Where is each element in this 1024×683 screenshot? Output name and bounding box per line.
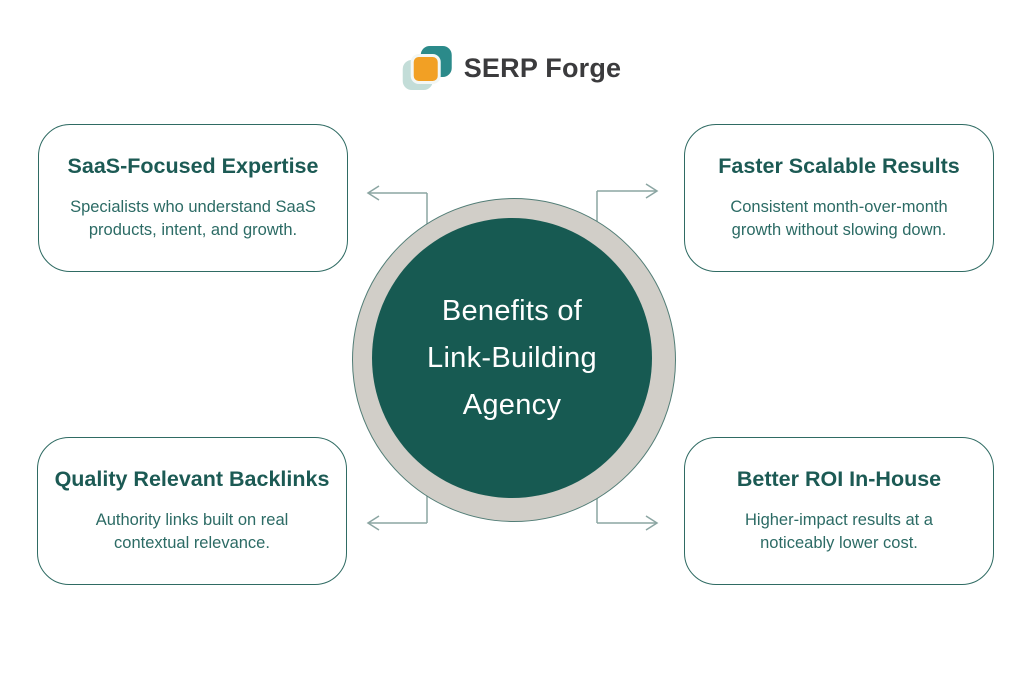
benefit-card-quality-relevant-backlinks: Quality Relevant Backlinks Authority lin… [37,437,347,585]
serpforge-logo-icon [402,46,453,91]
logo-orange-square [410,54,441,84]
card-title: Quality Relevant Backlinks [54,467,330,492]
benefit-card-saas-focused-expertise: SaaS-Focused Expertise Specialists who u… [38,124,348,272]
card-title: Faster Scalable Results [718,154,960,179]
brand-logo: SERP Forge [402,46,622,91]
arrow-left-icon [366,515,380,531]
card-body: Specialists who understand SaaS products… [70,196,316,242]
card-title: SaaS-Focused Expertise [67,154,319,179]
connector-top-left [366,185,427,201]
center-title-line: Benefits of [441,294,583,327]
brand-name: SERP Forge [463,53,622,83]
card-body: Consistent month-over-month growth witho… [730,196,947,242]
arrow-right-icon [645,515,659,531]
benefit-card-better-roi-in-house: Better ROI In-House Higher-impact result… [684,437,994,585]
connector-bottom-right [597,515,659,531]
card-title: Better ROI In-House [736,467,942,492]
card-body-line: growth without slowing down. [731,220,947,239]
card-body-line: Higher-impact results at a [745,510,933,529]
card-body-line: Specialists who understand SaaS [70,197,316,216]
arrow-right-icon [645,183,659,199]
arrow-left-icon [366,185,380,201]
connector-top-right [597,183,659,199]
center-title-line: Link-Building [427,341,597,374]
benefit-card-faster-scalable-results: Faster Scalable Results Consistent month… [684,124,994,272]
card-body: Higher-impact results at a noticeably lo… [745,509,933,555]
card-body-line: Authority links built on real [95,510,289,529]
card-body-line: products, intent, and growth. [88,220,298,239]
connector-bottom-left [366,515,427,531]
center-title-line: Agency [462,388,562,421]
card-body-line: Consistent month-over-month [730,197,948,216]
card-body-line: contextual relevance. [114,533,270,552]
center-circle: Benefits of Link-Building Agency [372,218,652,498]
card-body: Authority links built on real contextual… [96,509,289,555]
card-body-line: noticeably lower cost. [760,533,918,552]
